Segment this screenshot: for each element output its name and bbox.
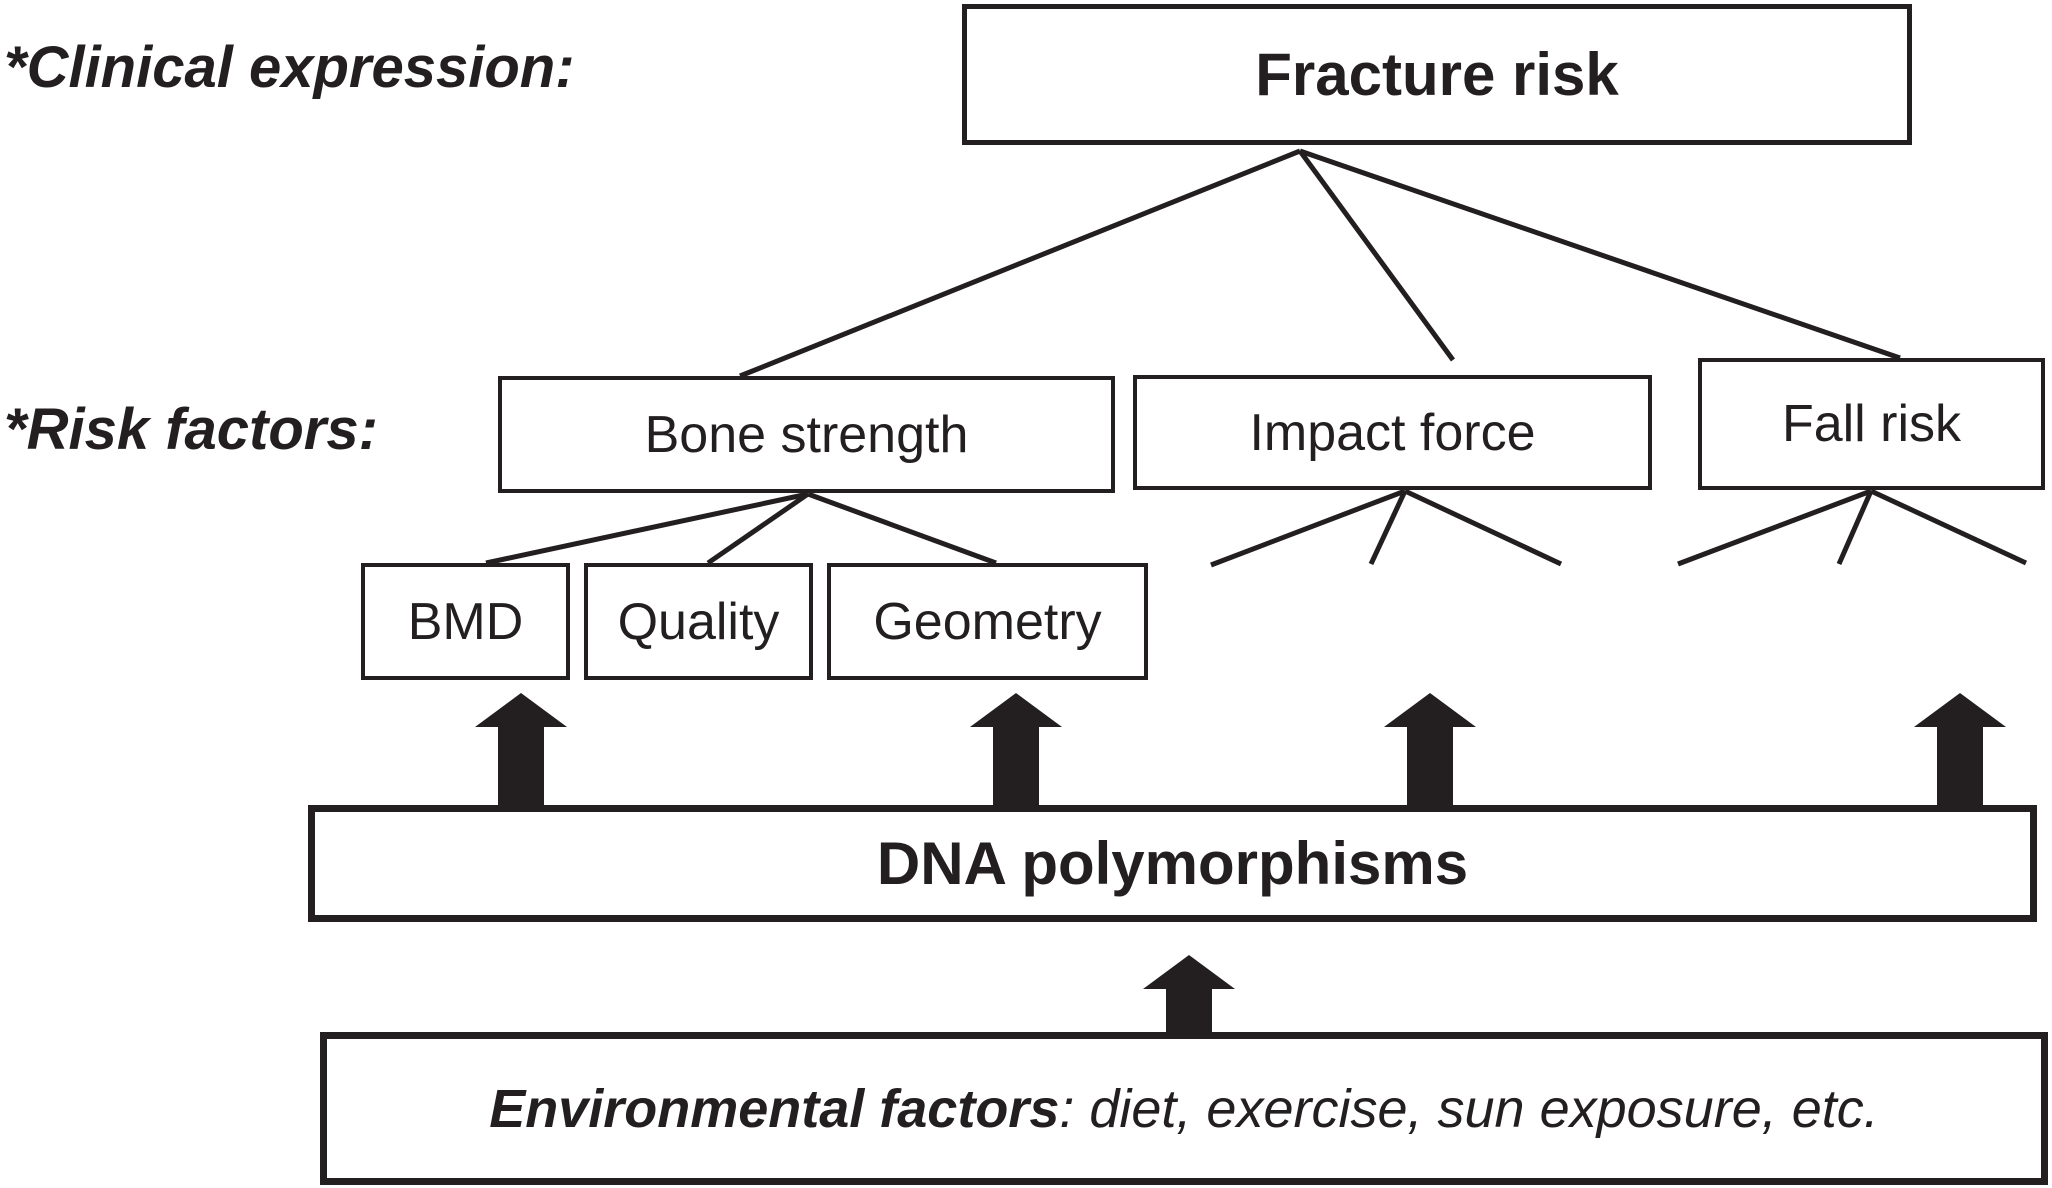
node-bone-strength: Bone strength bbox=[498, 376, 1115, 493]
environmental-factors-lead: Environmental factors bbox=[489, 1078, 1060, 1139]
line-fall-branch-left bbox=[1677, 488, 1872, 567]
node-impact-force: Impact force bbox=[1133, 375, 1652, 490]
node-geometry: Geometry bbox=[827, 563, 1148, 680]
up-arrow-geometry bbox=[970, 693, 1062, 814]
line-impact-branch-middle bbox=[1368, 489, 1408, 566]
line-impact-branch-left bbox=[1210, 488, 1406, 568]
up-arrow-bmd bbox=[475, 693, 567, 814]
node-bmd: BMD bbox=[361, 563, 570, 680]
line-impact-branch-right bbox=[1403, 488, 1563, 567]
line-bone-to-bmd bbox=[485, 491, 809, 566]
line-fall-branch-right bbox=[1869, 488, 2028, 566]
up-arrow-impact-force bbox=[1384, 693, 1476, 814]
line-fracture-to-fall-risk bbox=[1299, 148, 1901, 361]
line-fall-branch-middle bbox=[1836, 489, 1874, 566]
node-fracture-risk: Fracture risk bbox=[962, 4, 1912, 145]
row-label-risk-factors: *Risk factors: bbox=[4, 397, 378, 462]
node-dna-polymorphisms: DNA polymorphisms bbox=[308, 805, 2037, 922]
node-fall-risk: Fall risk bbox=[1698, 358, 2045, 490]
up-arrow-environment-to-dna bbox=[1143, 955, 1235, 1040]
environmental-factors-detail: : diet, exercise, sun exposure, etc. bbox=[1059, 1078, 1879, 1139]
node-quality: Quality bbox=[584, 563, 813, 680]
node-environmental-factors: Environmental factors: diet, exercise, s… bbox=[320, 1032, 2048, 1185]
row-label-clinical-expression: *Clinical expression: bbox=[4, 35, 575, 100]
up-arrow-fall-risk bbox=[1914, 693, 2006, 814]
line-bone-to-quality bbox=[706, 491, 810, 566]
line-bone-to-geometry bbox=[807, 491, 997, 566]
line-fracture-to-bone-strength bbox=[739, 148, 1301, 379]
line-fracture-to-impact-force bbox=[1297, 149, 1456, 362]
